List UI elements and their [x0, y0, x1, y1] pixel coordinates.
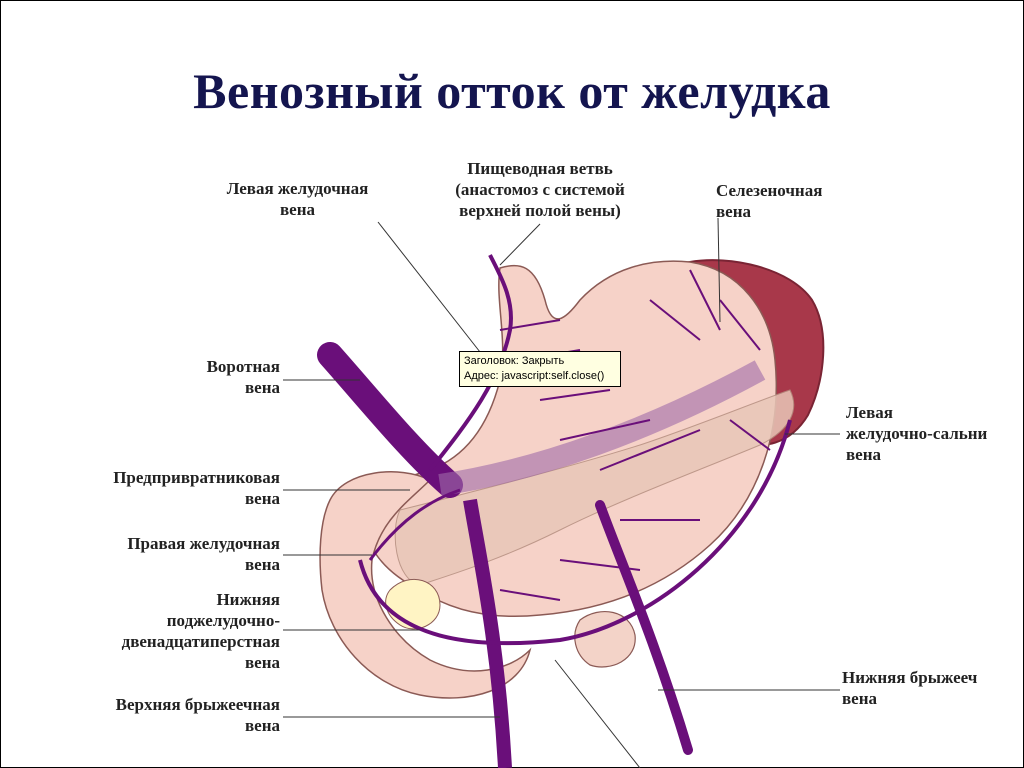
duodenal-papilla — [385, 578, 441, 630]
splenic-vein — [438, 360, 766, 496]
pancreas — [394, 389, 795, 586]
superior-mesenteric-vein — [463, 498, 512, 768]
tooltip-title: Заголовок: Закрыть — [464, 355, 565, 367]
slide-title: Венозный отток от желудка — [193, 63, 831, 119]
link-tooltip: Заголовок: Закрыть Адрес: javascript:sel… — [459, 351, 621, 387]
gastroepiploic-vein — [358, 419, 792, 646]
leader-lines — [283, 217, 840, 768]
right-gastric-vein — [368, 488, 461, 561]
jejunum-loop — [574, 611, 636, 668]
tooltip-address: Адрес: javascript:self.close() — [464, 370, 605, 382]
left-gastric-vein — [428, 254, 513, 472]
portal-vein — [317, 342, 463, 498]
inferior-mesenteric-vein — [595, 500, 693, 755]
